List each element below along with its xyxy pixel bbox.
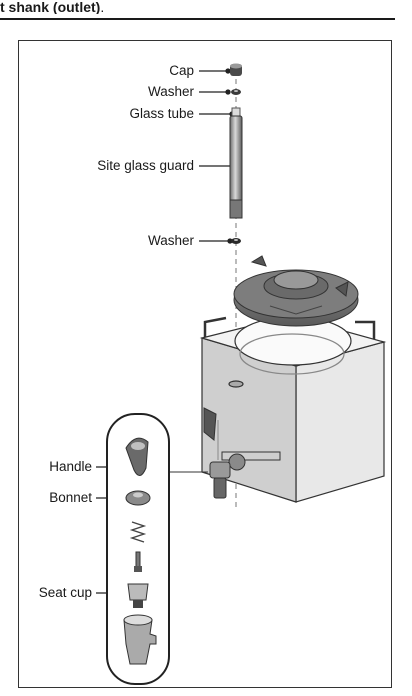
glass-tube-part (230, 108, 242, 218)
washer-top-part (231, 89, 241, 95)
cap-part (230, 64, 242, 77)
washer-lower-part (231, 238, 241, 244)
label-cap: Cap (110, 63, 194, 79)
label-glass-tube: Glass tube (90, 106, 194, 122)
tap-exploded-inset (107, 414, 169, 684)
label-bonnet: Bonnet (30, 490, 92, 506)
label-washer-top: Washer (110, 84, 194, 100)
label-handle: Handle (30, 459, 92, 475)
label-seat-cup: Seat cup (24, 585, 92, 601)
urn-lid (234, 256, 358, 326)
label-washer-lower: Washer (110, 233, 194, 249)
label-site-glass-guard: Site glass guard (60, 158, 194, 174)
